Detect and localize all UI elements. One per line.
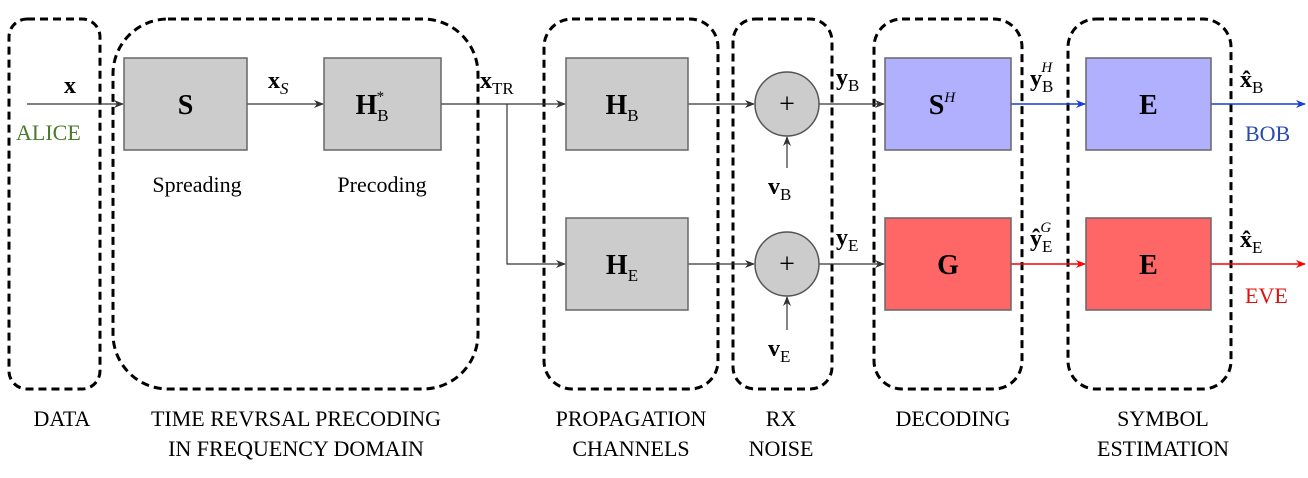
signal-yBH: yBH (1030, 60, 1053, 96)
block-G: G (884, 217, 1012, 311)
signal-vE: vE (768, 336, 790, 366)
section-label-prop-line2: CHANNELS (572, 436, 689, 461)
block-E-bob: E (1085, 57, 1212, 151)
eve-label: EVE (1245, 283, 1288, 308)
caption-precoding: Precoding (337, 172, 426, 197)
svg-text:HB: HB (605, 90, 638, 125)
section-box-rx-noise (731, 17, 834, 391)
adder-bob-symbol: + (779, 89, 795, 120)
block-HE-sub: E (628, 266, 638, 285)
section-label-prop-line1: PROPAGATION (556, 406, 707, 431)
block-HB-label: H (605, 90, 627, 121)
svg-text:G: G (937, 250, 959, 281)
connectors (27, 100, 885, 330)
svg-text:S: S (178, 90, 194, 121)
block-HB-star-sub: B (377, 106, 388, 125)
section-box-decoding (872, 17, 1024, 391)
section-label-rx-line2: NOISE (749, 436, 814, 461)
svg-text:HE: HE (606, 250, 638, 285)
block-E-eve-label: E (1139, 250, 1158, 281)
signal-xTR: xTR (480, 68, 514, 98)
section-label-trp-line2: IN FREQUENCY DOMAIN (168, 436, 424, 461)
bob-label: BOB (1245, 121, 1290, 146)
signal-xB-hat: x̂B (1240, 67, 1263, 97)
block-SH: SH (884, 57, 1012, 151)
section-label-rx-line1: RX (766, 406, 797, 431)
section-label-data: DATA (34, 406, 91, 431)
block-HE: HE (565, 217, 689, 311)
signal-x: x (64, 73, 76, 99)
signal-yB: yB (836, 65, 859, 95)
block-HB: HB (565, 57, 689, 151)
block-SH-label: S (929, 90, 945, 121)
svg-text:E: E (1139, 250, 1158, 281)
block-HB-star: HB* (323, 57, 442, 151)
caption-spreading: Spreading (152, 172, 241, 197)
block-SH-sup: H (943, 90, 956, 106)
svg-text:E: E (1139, 90, 1158, 121)
block-S-label: S (178, 90, 194, 121)
block-G-label: G (937, 250, 959, 281)
section-box-symbol-estimation (1066, 17, 1233, 391)
signal-yEG: ŷEG (1030, 220, 1052, 256)
block-HB-star-label: H (355, 90, 377, 121)
section-boxes (7, 17, 1233, 391)
block-S: S (123, 57, 248, 151)
signal-yE: yE (836, 225, 858, 255)
svg-text:SH: SH (929, 90, 957, 121)
block-HE-label: H (606, 250, 628, 281)
block-HB-star-sup: * (377, 89, 385, 105)
adder-bob: + (754, 71, 820, 137)
section-box-data (7, 17, 102, 391)
block-E-eve: E (1085, 217, 1212, 311)
svg-text:HB*: HB* (355, 89, 388, 125)
block-E-bob-label: E (1139, 90, 1158, 121)
section-box-precoding (111, 17, 480, 391)
section-label-sym-line1: SYMBOL (1117, 406, 1209, 431)
block-HB-sub: B (627, 106, 638, 125)
section-box-propagation (542, 17, 720, 391)
signal-xS: xS (268, 68, 289, 98)
signal-xE-hat: x̂E (1240, 227, 1262, 257)
adder-eve: + (754, 231, 820, 297)
signal-vB: vB (768, 174, 791, 204)
alice-label: ALICE (16, 120, 81, 145)
adder-eve-symbol: + (779, 249, 795, 280)
section-label-trp-line1: TIME REVRSAL PRECODING (151, 406, 441, 431)
arrow-xTR-to-HE (506, 104, 566, 268)
section-label-decoding: DECODING (896, 406, 1011, 431)
section-label-sym-line2: ESTIMATION (1097, 436, 1229, 461)
